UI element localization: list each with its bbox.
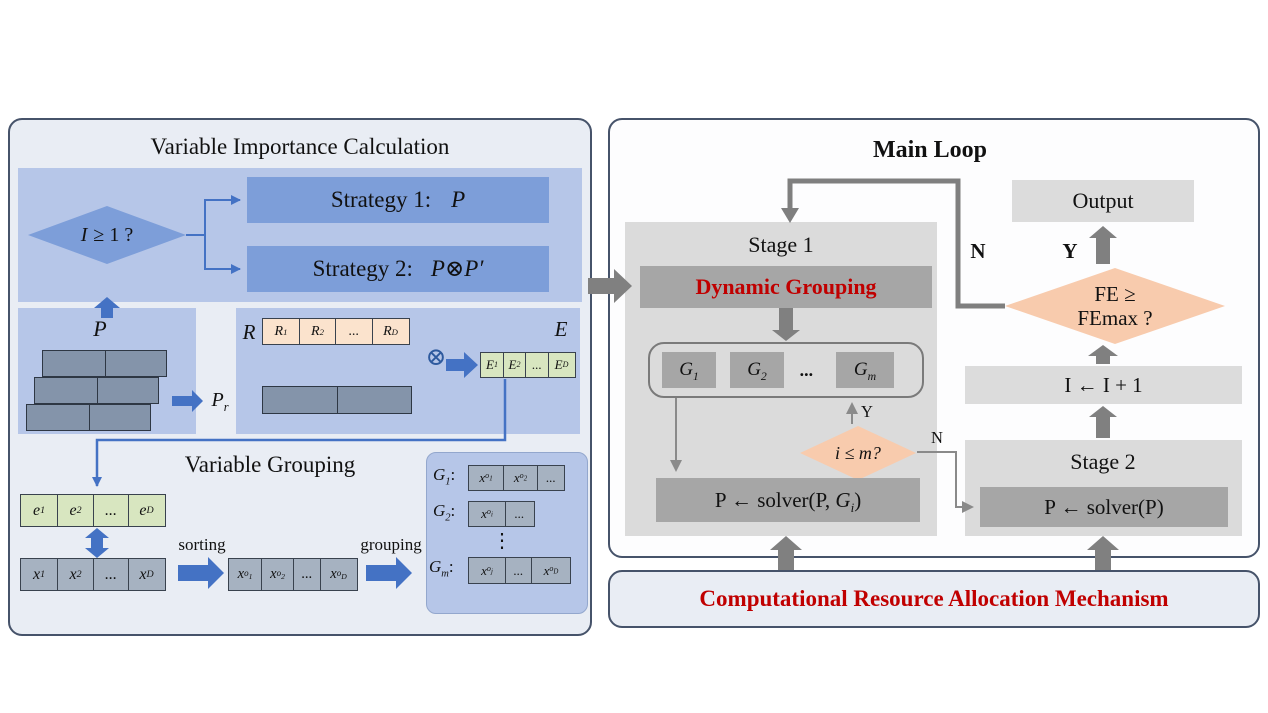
group-cell-g1: G1	[662, 352, 716, 388]
fe-line1: FE ≥	[1094, 281, 1136, 306]
group-cells-ellipsis: ...	[800, 359, 814, 380]
g1-cell: ...	[537, 465, 565, 491]
strategy2-value: P⊗P′	[430, 256, 484, 281]
strategy1-value: P	[451, 187, 466, 212]
fe-line2: FEmax ?	[1077, 306, 1153, 330]
cond1-yes-label: Y	[861, 402, 873, 421]
condition-var: I	[80, 223, 88, 246]
e-label: E	[554, 316, 568, 341]
population-label: P	[93, 316, 107, 341]
group-cell-gm: Gm	[836, 352, 894, 388]
group-g1-label: G1:	[433, 465, 456, 488]
condition-rest: ≥ 1 ?	[93, 223, 134, 246]
variable-grouping-title: Variable Grouping	[184, 452, 356, 477]
x-cell: ...	[93, 558, 129, 591]
xo-cell: ...	[293, 558, 321, 591]
e-cell: ...	[525, 352, 549, 378]
solver1-text: P ← solver(P, Gi)	[714, 487, 862, 515]
pr-row	[262, 386, 412, 414]
main-loop-title: Main Loop	[872, 136, 988, 163]
group-g2-label: G2:	[433, 501, 456, 524]
cra-mechanism-label: Computational Resource Allocation Mechan…	[699, 586, 1169, 611]
stage1-title: Stage 1	[748, 232, 814, 257]
groups-container	[648, 342, 924, 398]
grouping-label: grouping	[360, 535, 422, 554]
ev-cell: ...	[93, 494, 129, 527]
population-layer	[34, 377, 159, 404]
strategy2-box: Strategy 2: P⊗P′	[247, 246, 549, 292]
vertical-dots: ⋮	[492, 529, 512, 552]
population-layer	[26, 404, 151, 431]
group-cell-g2: G2	[730, 352, 784, 388]
strategy2-label: Strategy 2:	[312, 256, 413, 281]
r-cell: ...	[335, 318, 373, 345]
solver2-box: P ← solver(P)	[980, 487, 1228, 527]
r-label: R	[242, 319, 256, 344]
output-box: Output	[1012, 180, 1194, 222]
increment-box: I ← I + 1	[965, 366, 1242, 404]
strategy1-box: Strategy 1: P	[247, 177, 549, 223]
solver1-box: P ← solver(P, Gi)	[656, 478, 920, 522]
sorting-label: sorting	[178, 535, 226, 554]
otimes-operator: ⊗	[425, 344, 447, 371]
gm-cell: ...	[504, 557, 533, 584]
stage2-title: Stage 2	[1070, 449, 1136, 474]
fe-no-label: N	[970, 238, 986, 263]
fe-yes-label: Y	[1062, 238, 1078, 263]
left-panel-title: Variable Importance Calculation	[150, 134, 450, 159]
population-stack	[26, 350, 167, 431]
g2-cell: ...	[504, 501, 535, 527]
dynamic-grouping-box: Dynamic Grouping	[640, 266, 932, 308]
cond1-no-label: N	[931, 428, 943, 447]
pr-label: Pr	[211, 388, 229, 414]
group-gm-label: Gm:	[429, 557, 454, 580]
population-layer	[42, 350, 167, 377]
cra-mechanism-box: Computational Resource Allocation Mechan…	[608, 570, 1260, 628]
strategy1-label: Strategy 1:	[330, 187, 432, 212]
